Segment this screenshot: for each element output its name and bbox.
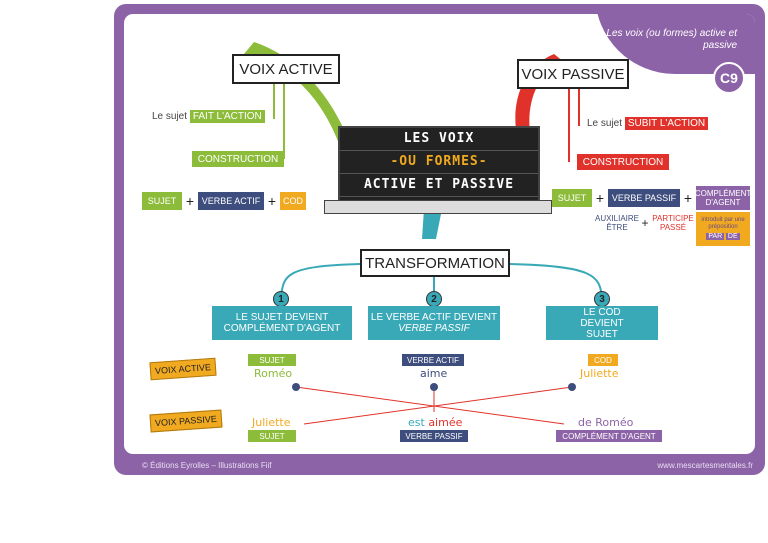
step-2-italic: VERBE PASSIF: [398, 323, 470, 334]
active-formula-verbe: VERBE ACTIF: [198, 192, 264, 210]
passive-formula-plus-2: +: [683, 189, 693, 206]
title-board: LES VOIX -OU FORMES- ACTIVE ET PASSIVE: [338, 126, 540, 202]
par-de-row: PAR DE: [706, 233, 740, 241]
passive-formula-complement: COMPLÉMENT D'AGENT: [695, 186, 751, 210]
step-1-number: 1: [273, 291, 289, 307]
step-2-box: LE VERBE ACTIF DEVIENT VERBE PASSIF: [368, 306, 500, 340]
line-transformation-1: [280, 263, 361, 297]
footer-right: www.mescartesmentales.fr: [657, 461, 753, 470]
passive-sujet-prefix: Le sujet: [587, 118, 623, 129]
line-transformation-3: [509, 263, 603, 297]
de-tag: DE: [725, 233, 740, 240]
step-3-number: 3: [594, 291, 610, 307]
active-example-word-2: aime: [420, 367, 448, 380]
mind-map-card: Les voix (ou formes) active et passive C…: [114, 4, 765, 475]
passive-example-est: est: [408, 416, 425, 429]
passive-example-word-2: est aimée: [408, 416, 462, 429]
passive-formula-plus-1: +: [595, 189, 605, 206]
chapter-badge: C9: [713, 62, 745, 94]
dot-3: [568, 383, 576, 391]
board-line-1: LES VOIX: [340, 128, 538, 151]
board-line-2: -OU FORMES-: [340, 151, 538, 174]
active-example-tag-3: COD: [588, 354, 618, 366]
active-example-tag-2: VERBE ACTIF: [402, 354, 464, 366]
step-2-number: 2: [426, 291, 442, 307]
dot-2: [430, 383, 438, 391]
active-example-word-1: Roméo: [254, 367, 293, 380]
passive-plus-3: +: [641, 215, 649, 230]
passive-example-aimee: aimée: [428, 416, 463, 429]
board-line-3: ACTIVE ET PASSIVE: [340, 174, 538, 197]
teal-branch: [422, 209, 442, 239]
passive-formula-sujet: SUJET: [552, 189, 592, 207]
passive-example-word-3: de Roméo: [578, 416, 634, 429]
passive-example-tag-1: SUJET: [248, 430, 296, 442]
dot-1: [292, 383, 300, 391]
passive-construction: CONSTRUCTION: [577, 154, 669, 170]
card-inner: Les voix (ou formes) active et passive C…: [124, 14, 755, 454]
active-example-word-3: Juliette: [580, 367, 619, 380]
passive-sujet-label: Le sujet SUBIT L'ACTION: [587, 117, 709, 130]
step-2-text: LE VERBE ACTIF DEVIENT: [370, 312, 498, 323]
corner-title: Les voix (ou formes) active et passive: [606, 28, 737, 51]
passive-formula-verbe: VERBE PASSIF: [608, 189, 680, 207]
passive-example-word-1: Juliette: [252, 416, 291, 429]
passive-example-tag-3: COMPLÉMENT D'AGENT: [556, 430, 662, 442]
voix-active-title: VOIX ACTIVE: [232, 54, 340, 84]
introduit-text: introduit par une préposition: [701, 217, 745, 230]
arrow-romeo: [295, 386, 565, 425]
passive-introduit: introduit par une préposition PAR DE: [696, 212, 750, 246]
active-sujet-prefix: Le sujet: [152, 111, 188, 122]
active-formula-sujet: SUJET: [142, 192, 182, 210]
passive-sujet-action: SUBIT L'ACTION: [624, 117, 709, 130]
voix-passive-title: VOIX PASSIVE: [517, 59, 629, 89]
active-sujet-action: FAIT L'ACTION: [189, 110, 265, 123]
active-example-tag-1: SUJET: [248, 354, 296, 366]
active-formula-plus-2: +: [267, 192, 277, 209]
passive-auxiliaire: AUXILIAIRE ÊTRE: [594, 214, 639, 232]
par-tag: PAR: [706, 233, 725, 240]
active-formula-plus-1: +: [185, 192, 195, 209]
passive-example-tag-2: VERBE PASSIF: [400, 430, 468, 442]
active-construction: CONSTRUCTION: [192, 151, 284, 167]
passive-participe: PARTICIPE PASSÉ: [652, 214, 694, 232]
step-1-box: LE SUJET DEVIENT COMPLÉMENT D'AGENT: [212, 306, 352, 340]
active-sujet-label: Le sujet FAIT L'ACTION: [152, 110, 265, 123]
board-stand: [324, 200, 552, 214]
active-formula-cod: COD: [280, 192, 306, 210]
transformation-title: TRANSFORMATION: [360, 249, 510, 277]
arrow-juliette: [303, 386, 573, 425]
footer-left: © Éditions Eyrolles – Illustrations Fiif: [142, 461, 272, 470]
branches: [244, 42, 603, 425]
step-3-box: LE COD DEVIENT SUJET: [546, 306, 658, 340]
